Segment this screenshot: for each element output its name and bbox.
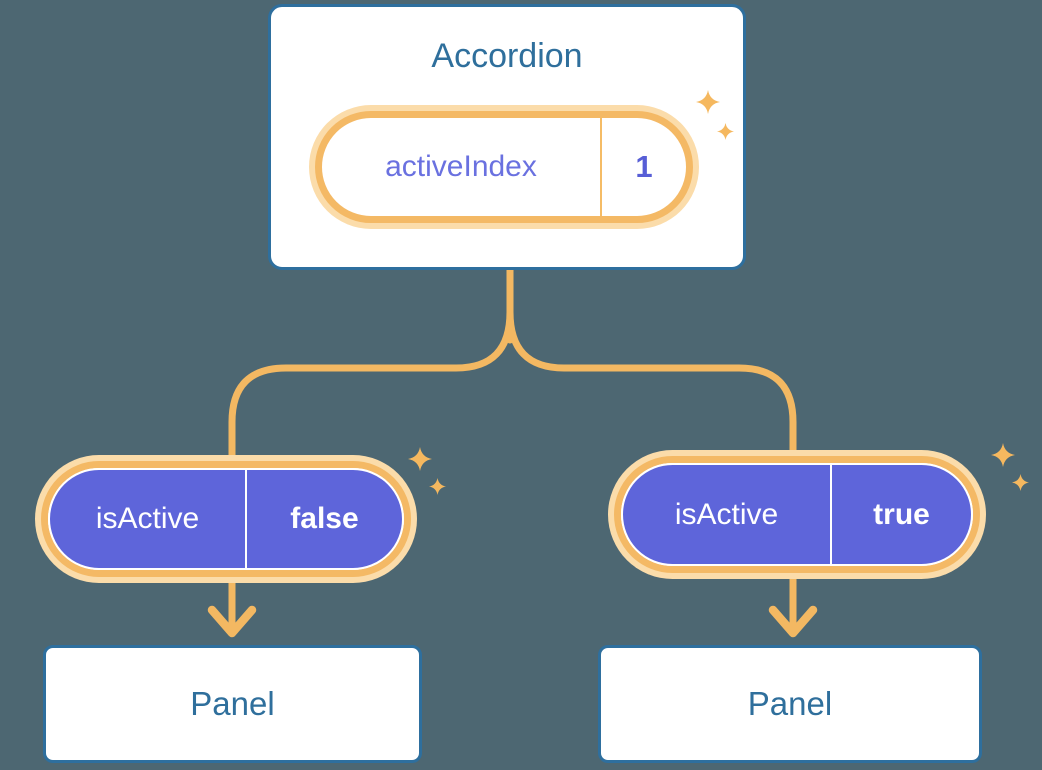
prop-value-label: true: [873, 497, 930, 531]
prop-value-label: false: [290, 502, 359, 535]
connector-branch-left: [228, 308, 514, 479]
state-pill-activeindex: activeIndex 1: [315, 111, 693, 223]
component-node-panel-left: Panel: [43, 645, 422, 763]
pill-divider: [245, 470, 247, 568]
sparkle-icon-small: [1012, 474, 1029, 491]
arrow-head-left-icon: [207, 605, 257, 638]
state-pill-inner: activeIndex 1: [322, 118, 686, 216]
state-name-label: activeIndex: [385, 150, 537, 183]
prop-pill-inner: isActive true: [621, 463, 973, 566]
prop-name-label: isActive: [674, 497, 779, 531]
pill-divider: [830, 465, 832, 564]
prop-pill-isactive-left: isActive false: [41, 461, 411, 577]
sparkle-icon-small: [717, 123, 734, 140]
arrow-head-right-icon: [768, 605, 818, 638]
pill-divider: [600, 118, 602, 216]
state-value-label: 1: [635, 149, 653, 184]
prop-name-label: isActive: [95, 502, 200, 535]
accordion-title: Accordion: [431, 37, 583, 75]
component-node-panel-right: Panel: [598, 645, 982, 763]
prop-pill-inner: isActive false: [48, 468, 404, 570]
panel-title: Panel: [190, 685, 275, 722]
prop-pill-isactive-right: isActive true: [614, 456, 980, 573]
sparkle-icon-small: [429, 478, 446, 495]
sparkle-icon-large: [696, 90, 720, 114]
connector-branch-right: [506, 308, 797, 479]
sparkle-icon-large: [991, 443, 1015, 467]
panel-title: Panel: [747, 685, 833, 722]
sparkle-icon-large: [408, 447, 432, 471]
